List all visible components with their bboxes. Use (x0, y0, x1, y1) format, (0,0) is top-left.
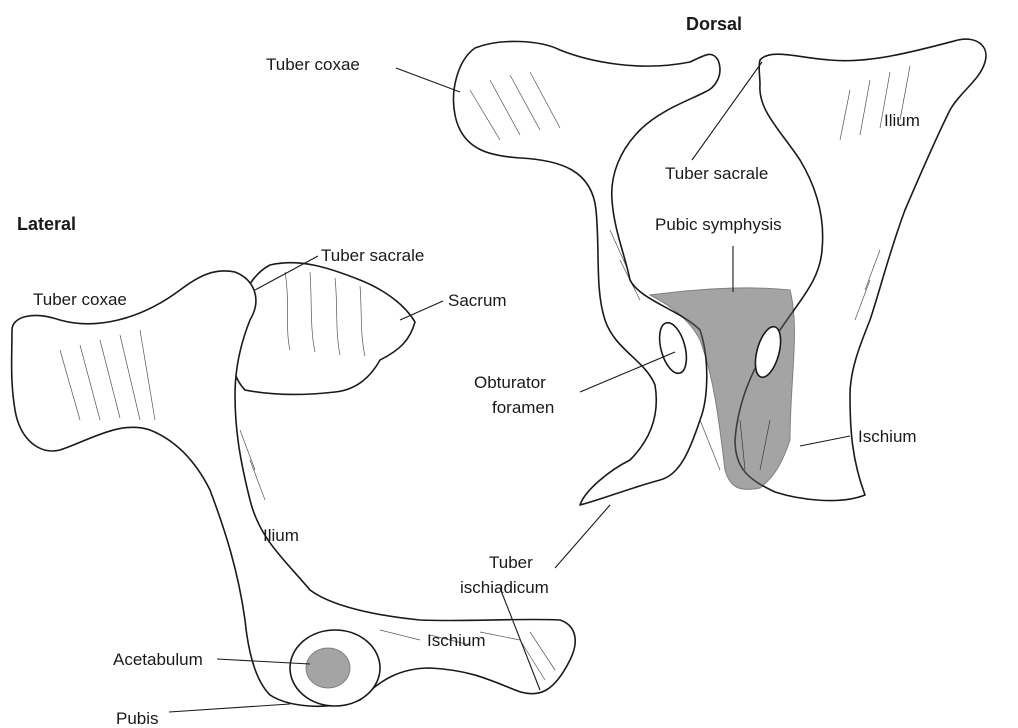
lateral-label-sacrum: Sacrum (448, 291, 507, 310)
dorsal-label-foramen: foramen (492, 398, 554, 417)
lateral-label-ischium: Ischium (427, 631, 486, 650)
lateral-label-ilium: Ilium (263, 526, 299, 545)
dorsal-left-hemipelvis (454, 41, 720, 505)
dorsal-label-pubic-symphysis: Pubic symphysis (655, 215, 782, 234)
lateral-acetabulum-fossa (306, 648, 350, 688)
lateral-label-pubis: Pubis (116, 709, 159, 728)
lateral-label-acetabulum: Acetabulum (113, 650, 203, 669)
dorsal-label-obturator: Obturator (474, 373, 546, 392)
dorsal-label-ischium: Ischium (858, 427, 917, 446)
leader-dorsal-tuber-ischiadicum (555, 505, 610, 568)
lateral-sacrum-bone (230, 263, 415, 395)
dorsal-title: Dorsal (686, 14, 742, 34)
leader-lateral-pubis (169, 704, 290, 712)
leader-dorsal-tuber-coxae (396, 68, 460, 92)
dorsal-label-ischiadicum: ischiadicum (460, 578, 549, 597)
lateral-title: Lateral (17, 214, 76, 234)
dorsal-label-tuber-coxae: Tuber coxae (266, 55, 360, 74)
dorsal-label-tuber: Tuber (489, 553, 533, 572)
lateral-label-tuber-sacrale: Tuber sacrale (321, 246, 424, 265)
dorsal-label-ilium: Ilium (884, 111, 920, 130)
dorsal-label-tuber-sacrale: Tuber sacrale (665, 164, 768, 183)
lateral-label-tuber-coxae: Tuber coxae (33, 290, 127, 309)
lateral-view (12, 263, 576, 707)
